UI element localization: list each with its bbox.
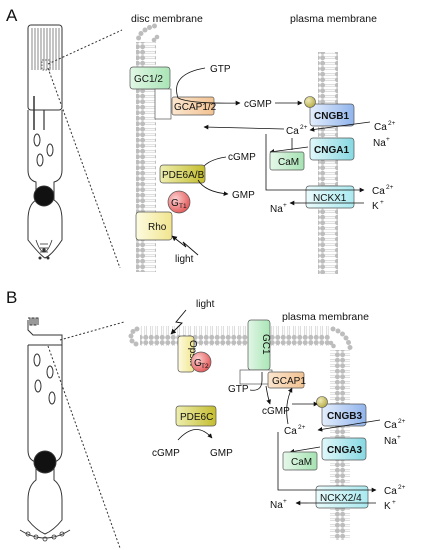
svg-text:2+: 2+ xyxy=(388,120,396,127)
ca-right-b1: Ca xyxy=(384,420,397,431)
gc-label-a: GC1/2 xyxy=(134,74,163,85)
svg-text:+: + xyxy=(283,498,287,505)
cngb-label-b: CNGB3 xyxy=(327,411,362,422)
g-protein-a xyxy=(167,190,191,214)
disc-membrane-label: disc membrane xyxy=(131,13,203,25)
cnga-channel-b xyxy=(321,437,367,461)
ca-right-a2: Ca xyxy=(372,186,385,197)
cngb-channel-a xyxy=(309,103,355,127)
gc-label-b: GC1 xyxy=(260,334,271,355)
svg-text:+: + xyxy=(380,199,384,206)
nckx-exchanger-b xyxy=(315,485,369,509)
svg-text:2+: 2+ xyxy=(298,424,306,431)
panel-a: A xyxy=(6,6,396,274)
cgmp-ligand-a xyxy=(304,96,316,108)
rho-protein-a xyxy=(135,211,173,241)
gc-protein-a xyxy=(129,66,171,90)
light-label-b: light xyxy=(196,299,215,310)
cngb-label-a: CNGB1 xyxy=(314,111,349,122)
ca-center-a: Ca xyxy=(286,126,299,137)
cam-protein-a xyxy=(269,151,305,171)
ca-right-a1: Ca xyxy=(374,122,387,133)
disc-membrane-cap xyxy=(136,23,160,43)
cgmp-ligand-b xyxy=(316,396,328,408)
k-right-a: K xyxy=(372,201,379,212)
svg-text:+: + xyxy=(392,499,396,506)
pde-label-b: PDE6C xyxy=(180,412,213,423)
cgmp-label-a2: cGMP xyxy=(228,152,256,163)
cnga-label-b: CNGA3 xyxy=(327,445,362,456)
cnga-channel-a xyxy=(309,137,355,161)
svg-text:2+: 2+ xyxy=(386,184,394,191)
plasma-membrane-label-b: plasma membrane xyxy=(282,311,369,323)
nckx-label-a: NCKX1 xyxy=(313,193,347,204)
cam-protein-b xyxy=(282,451,318,471)
cone-cell-drawing xyxy=(19,317,71,542)
plasma-membrane-label-a: plasma membrane xyxy=(290,13,377,25)
gcap-protein-b xyxy=(267,371,305,389)
gmp-label-b: GMP xyxy=(210,448,233,459)
cam-label-a: CaM xyxy=(278,157,299,168)
rod-cell-drawing xyxy=(27,24,63,260)
pde-label-a: PDE6A/B xyxy=(162,170,205,181)
light-label-a: light xyxy=(175,254,194,265)
gt-sub-b: T2 xyxy=(201,363,209,370)
svg-text:+: + xyxy=(283,202,287,209)
plasma-membrane-corner-b xyxy=(328,326,353,350)
cgmp-label-b1: cGMP xyxy=(262,406,290,417)
rho-label-a: Rho xyxy=(148,222,167,233)
nckx-exchanger-a xyxy=(305,185,355,209)
gt-sub-a: T1 xyxy=(179,203,187,210)
plasma-membrane-bilayer-a xyxy=(318,52,338,274)
gcap-protein-a xyxy=(171,96,215,116)
cnga-label-a: CNGA1 xyxy=(314,145,349,156)
svg-text:2+: 2+ xyxy=(300,124,308,131)
gt-label-b: G xyxy=(194,358,202,369)
cam-label-b: CaM xyxy=(291,457,312,468)
gmp-label-a: GMP xyxy=(232,190,255,201)
opsin-protein-b xyxy=(177,335,195,373)
gtp-label-a: GTP xyxy=(210,64,231,75)
ca-right-b2: Ca xyxy=(384,486,397,497)
gcap-label-b: GCAP1 xyxy=(272,376,306,387)
panel-b: B plasma membrane xyxy=(6,288,406,549)
gtp-label-b: GTP xyxy=(228,384,249,395)
plasma-membrane-horizontal-b xyxy=(140,326,330,346)
na-right-b: Na xyxy=(384,436,397,447)
g-protein-b xyxy=(190,351,212,373)
na-left-b: Na xyxy=(270,500,283,511)
svg-text:2+: 2+ xyxy=(398,484,406,491)
ca-center-b: Ca xyxy=(284,426,297,437)
pde-protein-b xyxy=(175,405,217,427)
nckx-label-b: NCKX2/4 xyxy=(320,493,362,504)
svg-text:+: + xyxy=(397,434,401,441)
panel-b-letter: B xyxy=(6,288,17,307)
svg-text:+: + xyxy=(386,136,390,143)
svg-text:2+: 2+ xyxy=(398,418,406,425)
cgmp-label-b2: cGMP xyxy=(152,448,180,459)
na-right-a: Na xyxy=(373,138,386,149)
gt-label-a: G xyxy=(171,198,179,209)
cgmp-label-a1: cGMP xyxy=(244,99,272,110)
na-left-a: Na xyxy=(270,204,283,215)
light-bolt-a xyxy=(171,235,199,256)
gcap-label-a: GCAP1/2 xyxy=(174,102,217,113)
light-bolt-b xyxy=(170,309,187,335)
pde-protein-a xyxy=(159,164,206,184)
k-right-b: K xyxy=(384,501,391,512)
opsin-label-b: Opsin xyxy=(187,340,198,366)
panel-a-letter: A xyxy=(6,6,18,25)
